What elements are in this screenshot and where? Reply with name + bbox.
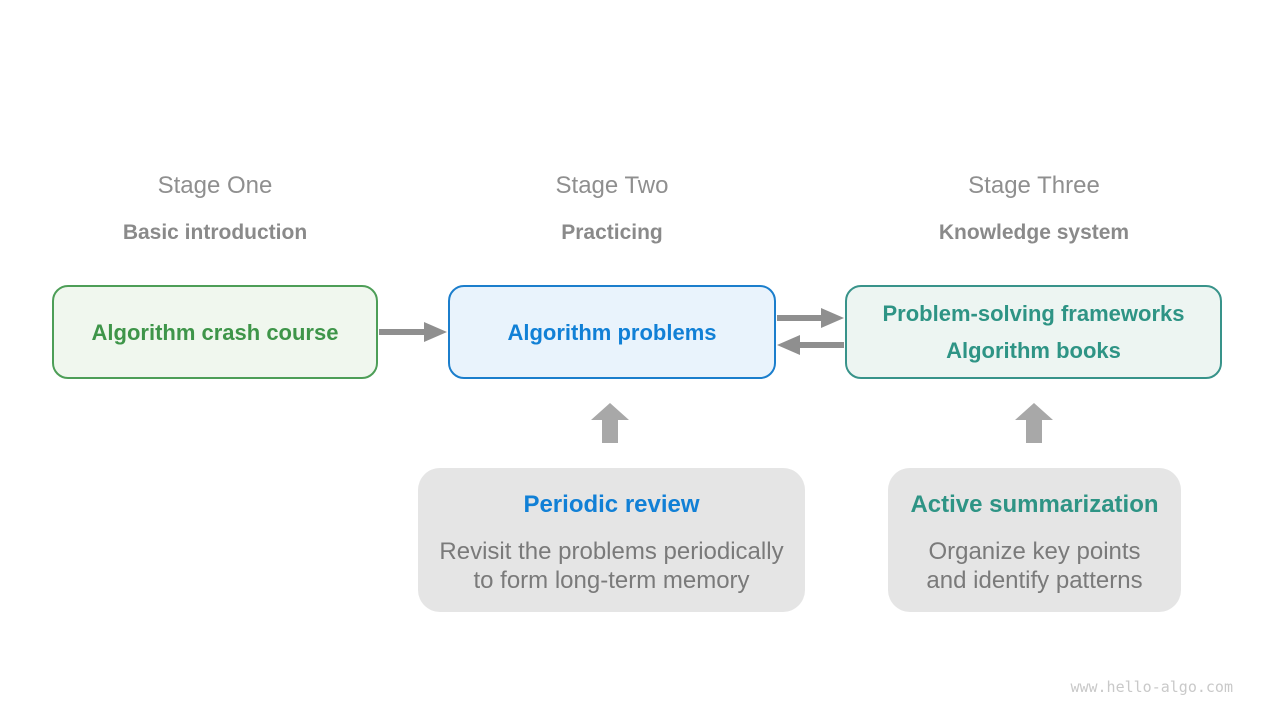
active-summarization-card: Active summarization Organize key points…: [888, 468, 1181, 612]
stage3-header: Stage Three Knowledge system: [859, 172, 1209, 247]
stage3-box-label-line2: Algorithm books: [946, 338, 1121, 363]
periodic-review-card: Periodic review Revisit the problems per…: [418, 468, 805, 612]
stage3-title: Stage Three: [968, 172, 1100, 199]
arrow-up-icon: [1015, 403, 1053, 443]
active-summarization-body-line1: Organize key points: [928, 538, 1141, 565]
stage1-header: Stage One Basic introduction: [40, 172, 390, 247]
stage3-box-label-line1: Problem-solving frameworks: [882, 301, 1185, 326]
periodic-review-body: Revisit the problems periodically to for…: [418, 537, 805, 595]
periodic-review-title: Periodic review: [523, 491, 700, 518]
stage3-box-knowledge-system: Problem-solving frameworks Algorithm boo…: [845, 285, 1222, 379]
arrow-right-icon: [379, 322, 447, 342]
stage2-box-algorithm-problems: Algorithm problems: [448, 285, 776, 379]
active-summarization-body-line2: and identify patterns: [926, 567, 1143, 594]
stage1-subtitle: Basic introduction: [122, 221, 308, 244]
periodic-review-body-line1: Revisit the problems periodically: [439, 538, 784, 565]
arrow-left-icon: [777, 335, 844, 355]
periodic-review-body-line2: to form long-term memory: [473, 567, 750, 594]
stage1-box-label: Algorithm crash course: [91, 319, 339, 345]
stage3-subtitle: Knowledge system: [938, 221, 1130, 244]
active-summarization-body: Organize key points and identify pattern…: [888, 537, 1181, 595]
stage1-title: Stage One: [157, 172, 273, 199]
active-summarization-title: Active summarization: [910, 491, 1159, 518]
stage2-header: Stage Two Practicing: [437, 172, 787, 247]
stage1-box-algorithm-crash-course: Algorithm crash course: [52, 285, 378, 379]
stage2-title: Stage Two: [555, 172, 669, 199]
arrow-up-icon: [591, 403, 629, 443]
stage2-subtitle: Practicing: [561, 221, 663, 244]
stage2-box-label: Algorithm problems: [507, 319, 717, 345]
arrow-right-icon: [777, 308, 844, 328]
watermark-url: www.hello-algo.com: [1070, 678, 1233, 696]
